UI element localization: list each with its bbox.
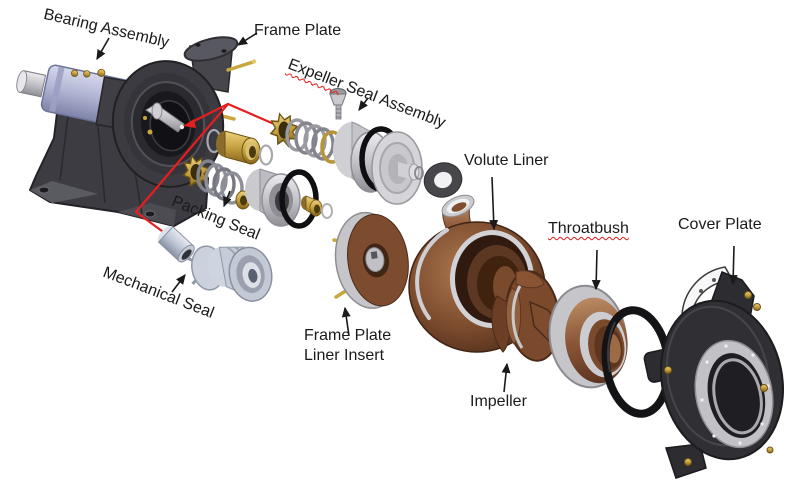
label-throatbush: Throatbush bbox=[548, 219, 629, 239]
shaft-sleeve-part bbox=[206, 128, 274, 166]
label-impeller: Impeller bbox=[470, 393, 527, 410]
elastomer-ring-part bbox=[423, 162, 463, 198]
frame-plate-liner-insert-part bbox=[332, 211, 409, 309]
label-fp-liner-line1: Frame Plate bbox=[304, 327, 392, 344]
expeller-seal-part bbox=[265, 109, 344, 164]
throatbush-part bbox=[548, 284, 628, 389]
label-cover-plate: Cover Plate bbox=[678, 216, 762, 233]
label-frame-plate: Frame Plate bbox=[254, 22, 342, 39]
label-arrows bbox=[96, 32, 738, 393]
label-fp-liner-line2: Liner Insert bbox=[304, 347, 385, 364]
pump-base-pedestal bbox=[29, 87, 209, 227]
seal-options-callout bbox=[134, 102, 282, 235]
expeller-part bbox=[333, 121, 424, 205]
cover-plate-part bbox=[643, 266, 785, 479]
frame-plate-part bbox=[111, 36, 257, 188]
label-throatbush-word: Throatbush bbox=[548, 220, 629, 237]
grease-cup-part bbox=[329, 88, 347, 120]
label-volute-liner: Volute Liner bbox=[464, 152, 549, 169]
mechanical-seal-part bbox=[157, 226, 273, 302]
packing-seal-part bbox=[178, 151, 333, 229]
